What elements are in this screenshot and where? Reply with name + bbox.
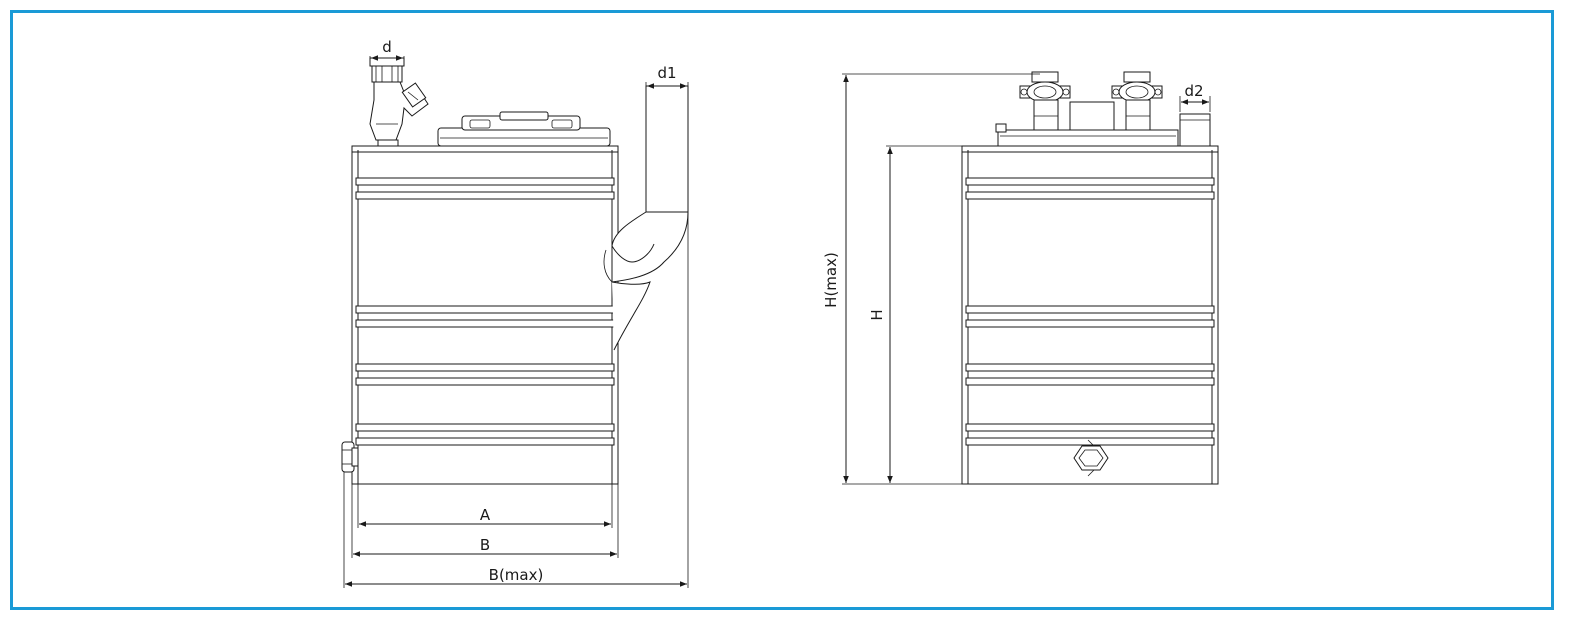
front-view <box>341 57 689 485</box>
inlet-valve <box>369 57 429 147</box>
side-clamp-left <box>1019 71 1071 131</box>
label-d2: d2 <box>1184 82 1203 100</box>
side-outlet-d2 <box>1179 113 1211 147</box>
drain-tap <box>341 441 359 473</box>
side-view <box>961 71 1219 485</box>
diagram-frame <box>10 10 1554 610</box>
overflow-pipe <box>603 85 689 351</box>
side-clamp-right <box>1111 71 1163 131</box>
label-d: d <box>382 38 392 56</box>
front-ribs <box>355 177 615 446</box>
label-b: B <box>480 536 490 554</box>
label-bmax: B(max) <box>489 566 544 584</box>
side-ribs <box>965 177 1215 446</box>
label-h: H <box>868 309 886 320</box>
label-d1: d1 <box>657 64 676 82</box>
side-lid <box>995 101 1179 147</box>
side-dimensions <box>842 73 1211 485</box>
side-drain-valve <box>1073 439 1109 477</box>
label-a: A <box>480 506 491 524</box>
label-hmax: H(max) <box>822 252 840 308</box>
front-dimensions <box>343 55 689 588</box>
front-lid <box>437 111 611 147</box>
